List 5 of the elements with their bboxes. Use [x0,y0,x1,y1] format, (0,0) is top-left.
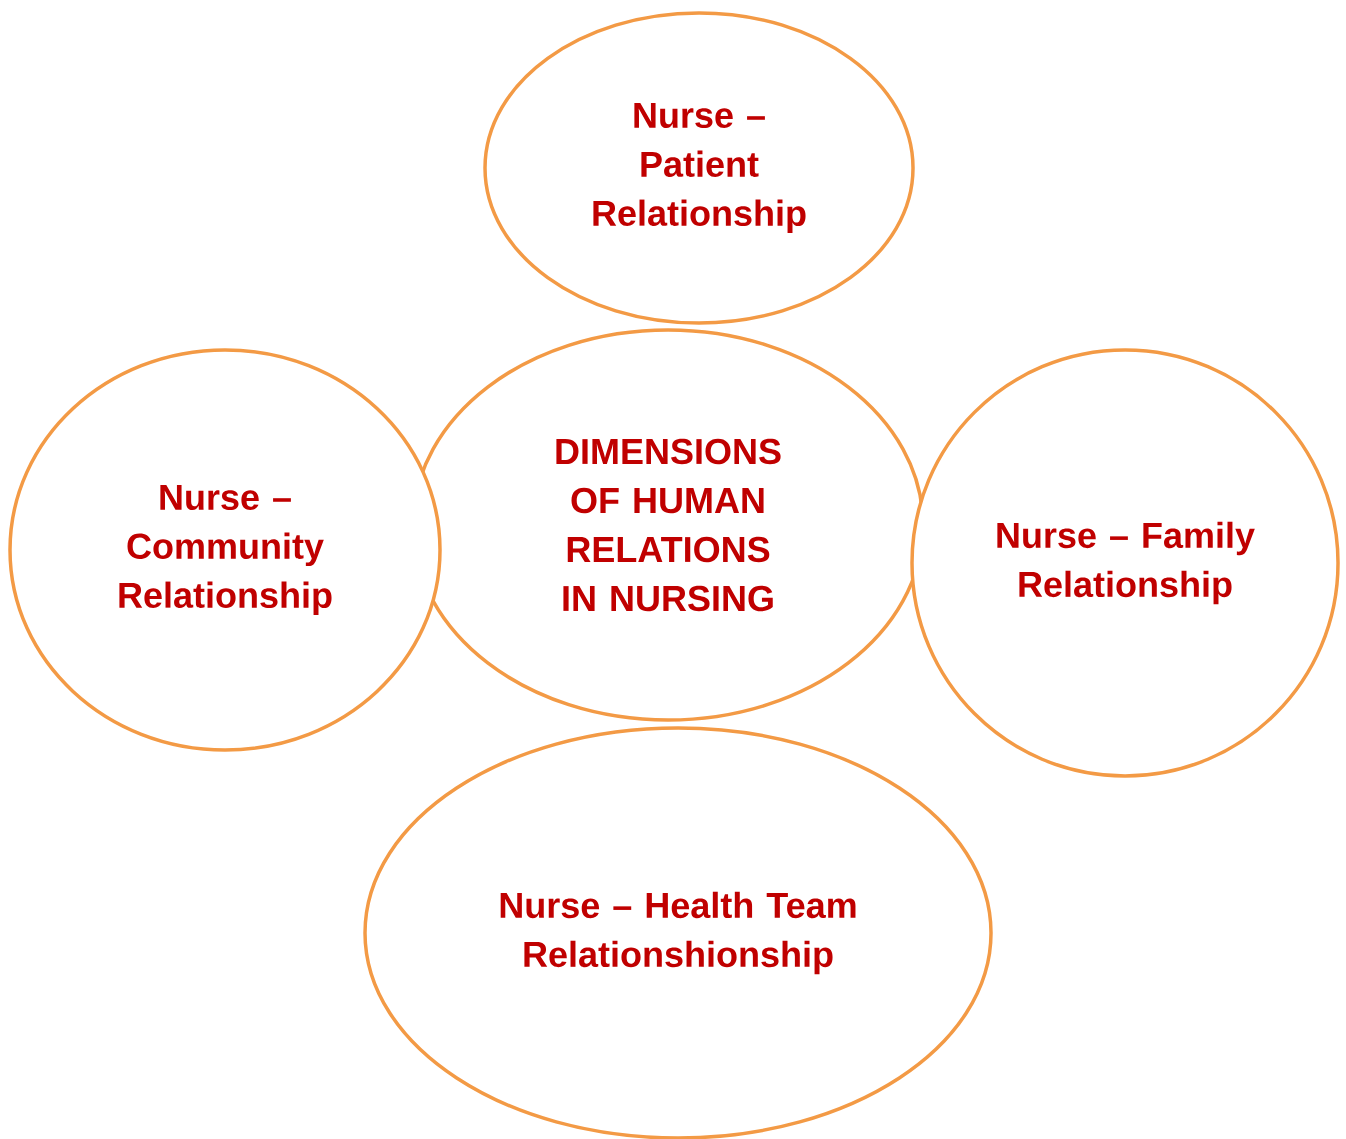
ellipse-node: Nurse – Community Relationship [8,348,442,752]
ellipse-node: Nurse – Family Relationship [910,348,1340,778]
node-label: Nurse – Family Relationship [997,521,1255,605]
ellipse-node: DIMENSIONS OF HUMAN RELATIONS IN NURSING [411,328,925,722]
ellipse-node: Nurse – Patient Relationship [483,11,915,325]
